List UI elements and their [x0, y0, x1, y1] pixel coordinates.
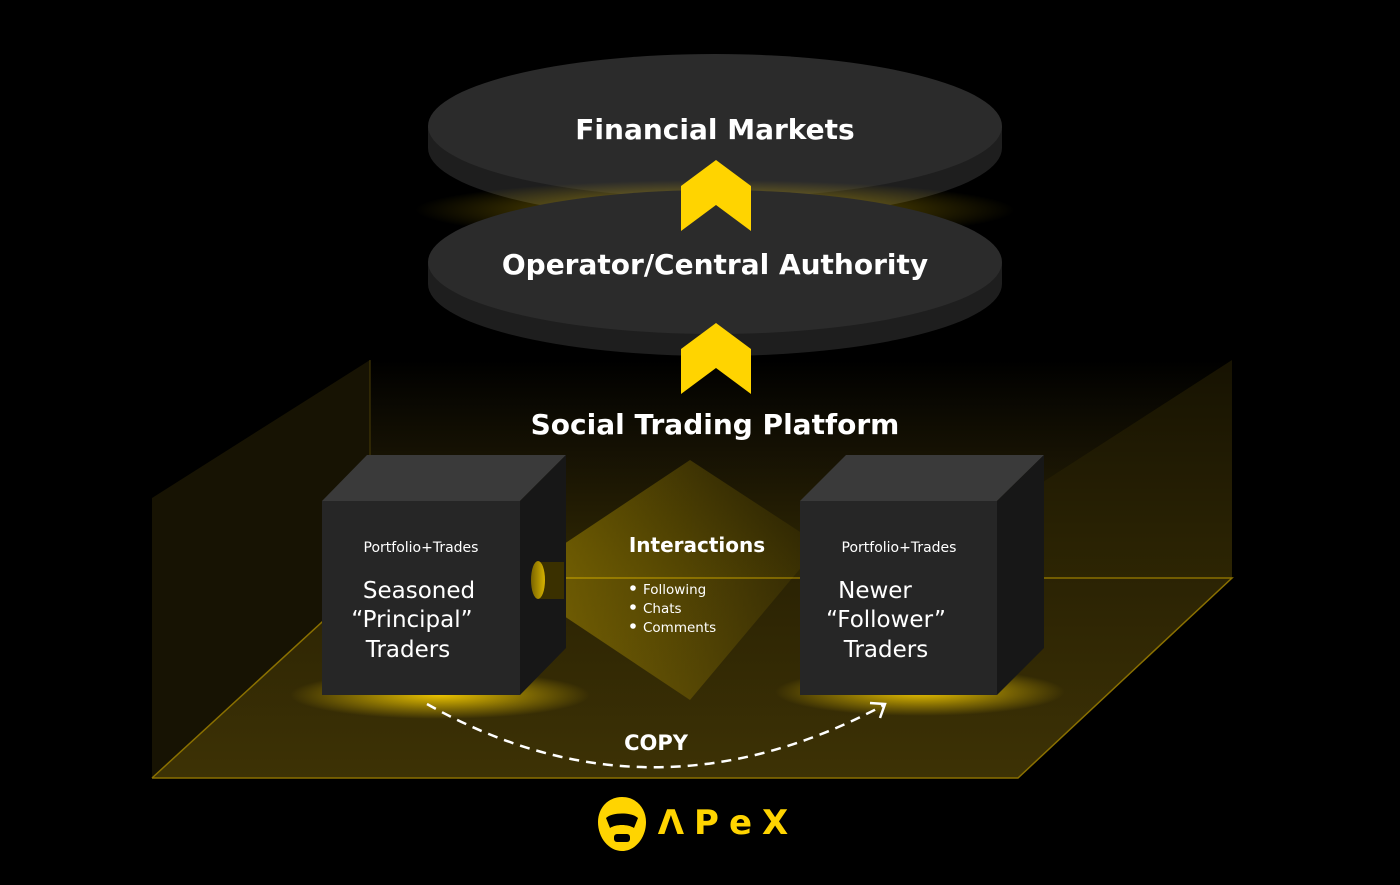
principal-title-line-2: “Principal”: [351, 607, 472, 633]
platform-floor-outline: [151, 577, 1234, 779]
apex-wordmark: ΛPeX: [658, 803, 799, 843]
principal-title-line-3: Traders: [365, 637, 450, 663]
arrow-up-icon: [681, 323, 751, 394]
mascot-face-icon: [606, 813, 638, 828]
operator-disc: Operator/Central Authority: [415, 180, 1015, 356]
copy-label: COPY: [624, 731, 689, 755]
financial-markets-disc: Financial Markets: [428, 54, 1002, 220]
mascot-mouth-icon: [614, 834, 630, 842]
financial-markets-label: Financial Markets: [575, 113, 854, 146]
interactions-title: Interactions: [629, 533, 765, 557]
interactions-item-following: Following: [643, 582, 706, 598]
interactions-item-comments: Comments: [643, 620, 716, 636]
follower-caption: Portfolio+Trades: [842, 540, 957, 556]
interactions-panel: Interactions Following Chats Comments: [629, 533, 765, 636]
bullet-icon: [630, 623, 636, 629]
interactions-beam: [540, 460, 820, 700]
follower-title-line-2: “Follower”: [826, 607, 946, 633]
operator-label: Operator/Central Authority: [502, 248, 928, 281]
platform-left-wall: [152, 360, 370, 778]
principal-title-line-1: Seasoned: [363, 578, 475, 604]
bullet-icon: [630, 585, 636, 591]
principal-traders-cube: Portfolio+Trades Seasoned “Principal” Tr…: [322, 455, 566, 695]
lens-icon: [531, 561, 564, 599]
follower-traders-cube: Portfolio+Trades Newer “Follower” Trader…: [800, 455, 1044, 695]
platform-title: Social Trading Platform: [531, 408, 900, 441]
arrow-up-icon: [681, 160, 751, 231]
arrowhead-icon: [869, 701, 887, 719]
follower-title-line-3: Traders: [843, 637, 928, 663]
apex-logo: ΛPeX: [598, 797, 799, 851]
interactions-item-chats: Chats: [643, 601, 682, 617]
bullet-icon: [630, 604, 636, 610]
follower-title-line-1: Newer: [838, 578, 912, 604]
copy-arrow: COPY: [426, 701, 887, 769]
principal-caption: Portfolio+Trades: [364, 540, 479, 556]
